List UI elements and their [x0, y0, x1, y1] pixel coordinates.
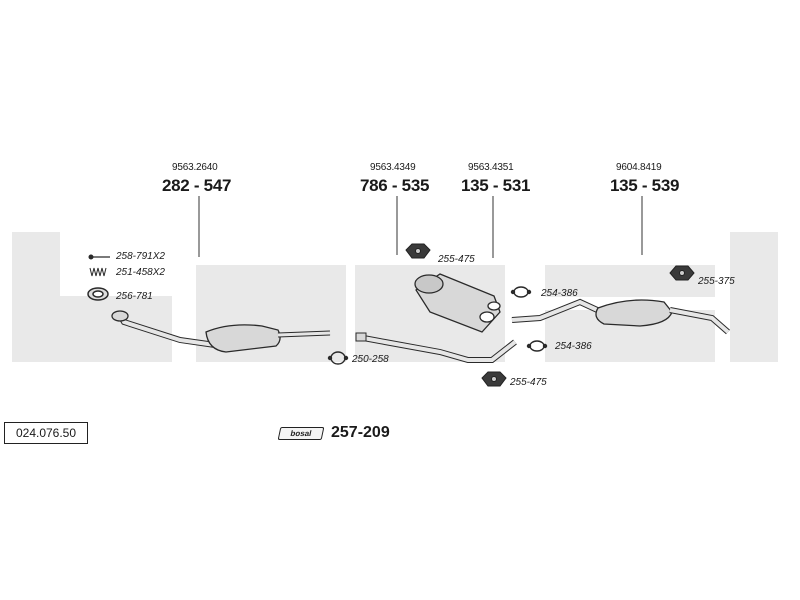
rear-silencer-part: [511, 298, 730, 335]
accessory-label-gasket: 256-781: [116, 291, 153, 302]
accessory-label-clamp-upper: 254-386: [541, 288, 578, 299]
accessory-label-bolt: 258-791X2: [116, 251, 165, 262]
centre-silencer-part: [414, 273, 501, 333]
nut-icon: [669, 265, 695, 281]
clamp-icon: [510, 286, 532, 298]
part-number-front-pipe: 282 - 547: [162, 176, 232, 195]
part-ref-middle-pipe: 9563.4349: [370, 162, 416, 173]
accessory-label-clamp-front: 250-258: [352, 354, 389, 365]
nut-icon: [405, 243, 431, 259]
front-pipe-part: [111, 310, 331, 353]
clamp-icon: [526, 340, 548, 352]
spring-icon: [89, 267, 107, 277]
leader-lines: [198, 196, 643, 258]
bosal-logo: bosal: [277, 427, 325, 440]
middle-pipe-part: [355, 332, 517, 363]
accessory-label-nut-lower: 255-475: [510, 377, 547, 388]
part-ref-rear-silencer: 9604.8419: [616, 162, 662, 173]
diagram-code: 024.076.50: [4, 422, 88, 444]
part-ref-centre-silencer: 9563.4351: [468, 162, 514, 173]
part-ref-front-pipe: 9563.2640: [172, 162, 218, 173]
part-number-middle-pipe: 786 - 535: [360, 176, 430, 195]
kit-number: 257-209: [331, 424, 390, 441]
accessory-label-nut-rear: 255-375: [698, 276, 735, 287]
part-number-rear-silencer: 135 - 539: [610, 176, 680, 195]
accessory-label-clamp-lower: 254-386: [555, 341, 592, 352]
clamp-icon: [327, 351, 349, 365]
gasket-icon: [87, 287, 109, 301]
nut-icon: [481, 371, 507, 387]
bolt-icon: [88, 254, 110, 260]
part-number-centre-silencer: 135 - 531: [461, 176, 531, 195]
accessory-label-nut-upper: 255-475: [438, 254, 475, 265]
accessory-label-spring: 251-458X2: [116, 267, 165, 278]
